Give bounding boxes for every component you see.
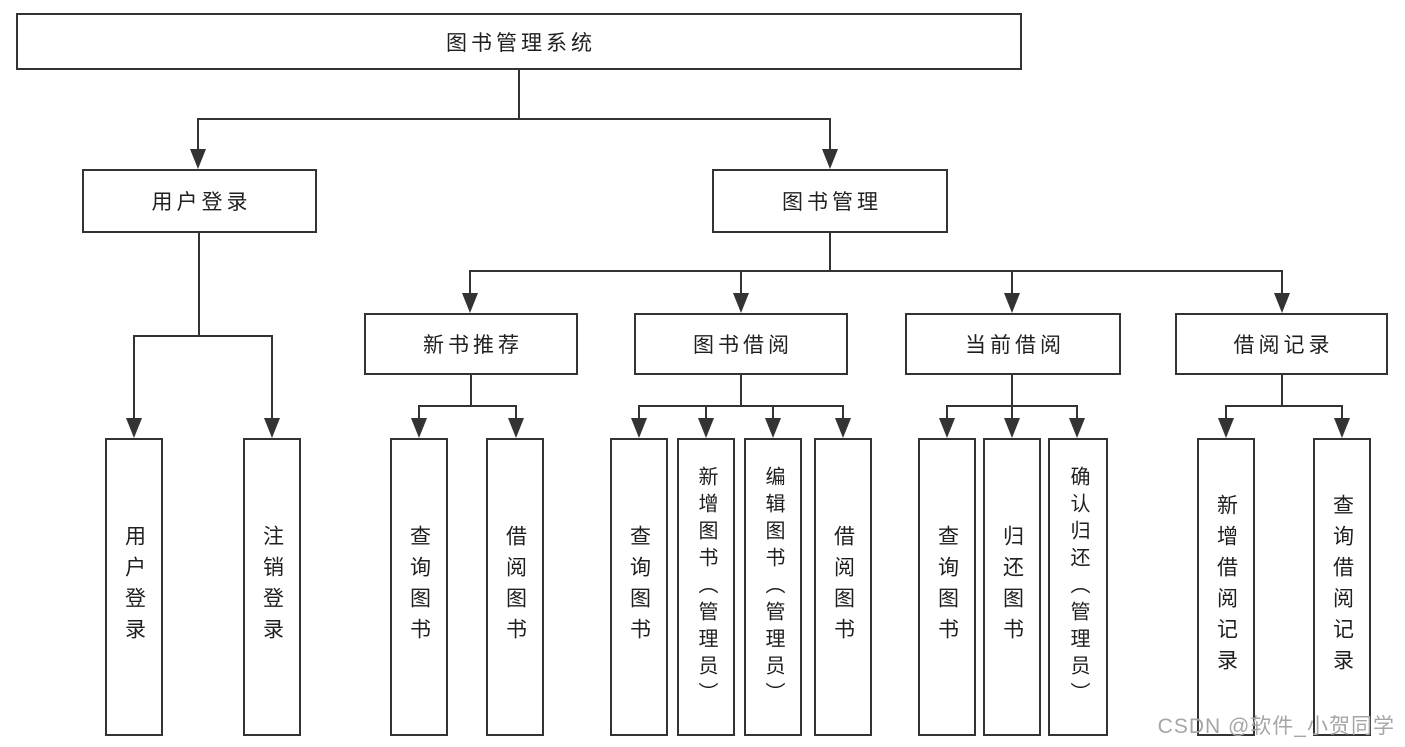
connector-line: [132, 334, 274, 338]
connector-line: [132, 336, 136, 420]
node-book-mgmt-label: 图书管理: [782, 191, 882, 214]
connector-line: [739, 271, 743, 295]
arrow-down-icon: [126, 418, 142, 438]
node-root-label: 图书管理系统: [446, 31, 596, 55]
leaf-query-books-rec: 查询图书: [390, 438, 448, 736]
connector-line: [1010, 374, 1014, 407]
leaf-add-books-admin: 新增图书（管理员）: [677, 438, 735, 736]
watermark-text: CSDN @软件_小贺同学: [1157, 715, 1395, 738]
node-borrow-records-label: 借阅记录: [1233, 334, 1334, 357]
connector-line: [637, 404, 845, 408]
node-current-borrow-label: 当前借阅: [965, 334, 1065, 357]
arrow-down-icon: [765, 418, 781, 438]
arrow-down-icon: [1218, 418, 1234, 438]
connector-line: [196, 119, 200, 151]
arrow-down-icon: [411, 418, 427, 438]
node-user-login: 用户登录: [82, 169, 317, 233]
connector-line: [739, 374, 743, 407]
leaf-return-books: 归还图书: [983, 438, 1041, 736]
node-book-borrow: 图书借阅: [634, 313, 848, 375]
leaf-borrow-books-rec: 借阅图书: [486, 438, 544, 736]
connector-line: [514, 406, 518, 420]
node-current-borrow: 当前借阅: [905, 313, 1121, 375]
connector-line: [945, 404, 1079, 408]
leaf-add-borrow-record: 新增借阅记录: [1197, 438, 1255, 736]
leaf-user-login: 用户登录: [105, 438, 163, 736]
connector-line: [417, 404, 518, 408]
connector-line: [637, 406, 641, 420]
arrow-down-icon: [1334, 418, 1350, 438]
arrow-down-icon: [939, 418, 955, 438]
connector-line: [1280, 374, 1284, 407]
connector-line: [841, 406, 845, 420]
connector-line: [468, 271, 472, 295]
connector-line: [1280, 271, 1284, 295]
arrow-down-icon: [1004, 418, 1020, 438]
connector-line: [704, 406, 708, 420]
connector-line: [1224, 406, 1228, 420]
connector-line: [1224, 404, 1344, 408]
node-new-book-rec: 新书推荐: [364, 313, 578, 375]
arrow-down-icon: [508, 418, 524, 438]
arrow-down-icon: [462, 293, 478, 313]
leaf-query-borrow-record: 查询借阅记录: [1313, 438, 1371, 736]
connector-line: [828, 233, 832, 272]
arrow-down-icon: [835, 418, 851, 438]
arrow-down-icon: [733, 293, 749, 313]
connector-line: [771, 406, 775, 420]
connector-line: [468, 269, 1284, 273]
connector-line: [517, 69, 521, 120]
leaf-query-books-current: 查询图书: [918, 438, 976, 736]
connector-line: [1010, 271, 1014, 295]
connector-line: [196, 117, 832, 121]
connector-line: [270, 336, 274, 420]
connector-line: [469, 374, 473, 407]
arrow-down-icon: [822, 149, 838, 169]
arrow-down-icon: [1274, 293, 1290, 313]
node-book-mgmt: 图书管理: [712, 169, 948, 233]
arrow-down-icon: [631, 418, 647, 438]
node-book-borrow-label: 图书借阅: [693, 334, 793, 357]
arrow-down-icon: [190, 149, 206, 169]
node-borrow-records: 借阅记录: [1175, 313, 1388, 375]
arrow-down-icon: [264, 418, 280, 438]
node-user-login-label: 用户登录: [151, 191, 252, 214]
connector-line: [1340, 406, 1344, 420]
leaf-borrow-books: 借阅图书: [814, 438, 872, 736]
connector-line: [1010, 406, 1014, 420]
leaf-edit-books-admin: 编辑图书（管理员）: [744, 438, 802, 736]
connector-line: [197, 233, 201, 337]
node-new-book-rec-label: 新书推荐: [423, 334, 523, 357]
arrow-down-icon: [698, 418, 714, 438]
arrow-down-icon: [1004, 293, 1020, 313]
leaf-logout: 注销登录: [243, 438, 301, 736]
leaf-query-books-borrow: 查询图书: [610, 438, 668, 736]
node-root: 图书管理系统: [16, 13, 1022, 70]
connector-line: [828, 119, 832, 151]
leaf-confirm-return-admin: 确认归还（管理员）: [1048, 438, 1108, 736]
arrow-down-icon: [1069, 418, 1085, 438]
connector-line: [1075, 406, 1079, 420]
connector-line: [417, 406, 421, 420]
connector-line: [945, 406, 949, 420]
